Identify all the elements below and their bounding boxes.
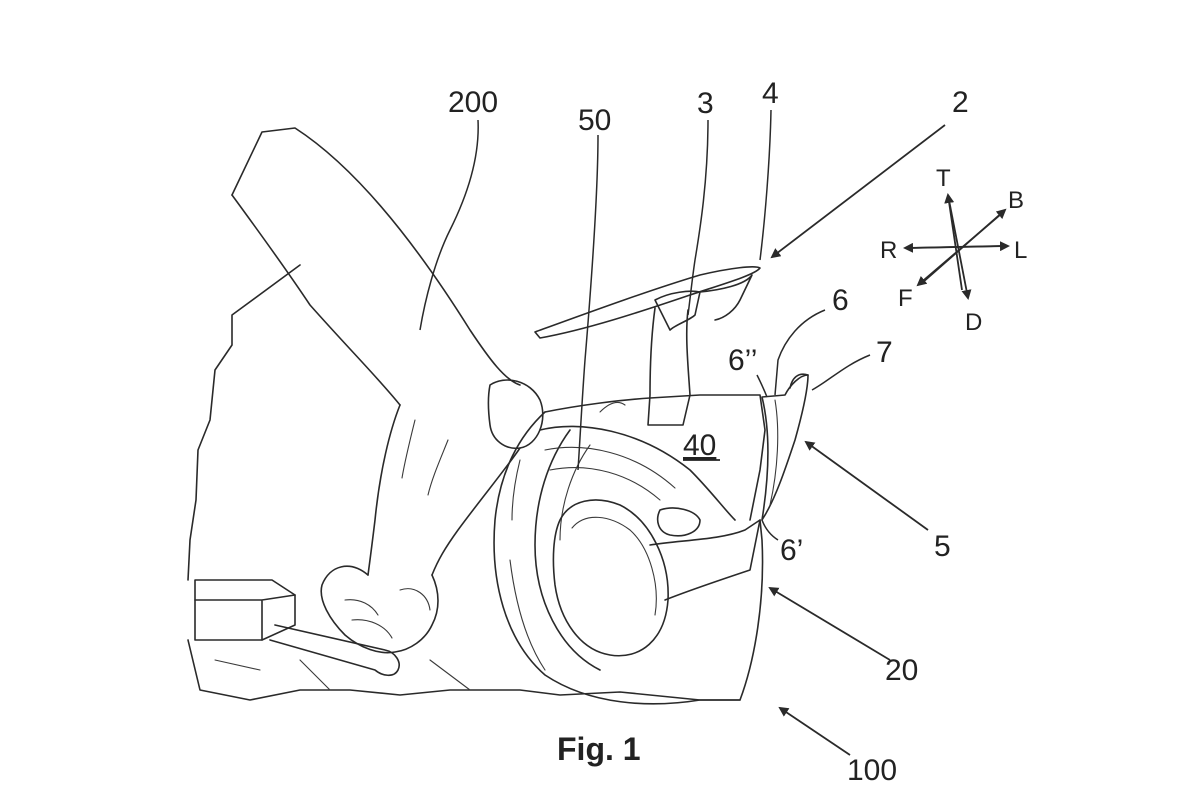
direction-indicator: T D B F R L [880,165,1027,336]
numeral-50: 50 [578,104,611,137]
leader-6p [761,519,779,541]
elbow-outline [487,379,544,450]
leader-50 [577,134,599,471]
direction-label-t: T [936,165,951,192]
arrow-100 [778,706,851,756]
ground-outline [187,639,741,701]
arrow-5 [804,440,929,531]
flap-outline [761,374,809,521]
arc-strip-outer [539,425,736,521]
hoof-inner-2 [559,444,591,541]
rock-lines [214,659,471,691]
numeral-2: 2 [952,86,969,119]
direction-label-d: D [965,309,982,336]
leader-6 [774,309,826,396]
hoof-inner-1 [534,429,601,671]
leader-200 [419,119,479,331]
flap-inner [769,399,779,506]
leader-3 [687,119,709,316]
leader-7 [811,354,871,391]
clamp-arm [649,519,761,601]
numeral-4: 4 [762,77,779,110]
figure-caption: Fig. 1 [557,731,641,767]
arc-strip-inner-2 [549,467,661,501]
hoof-outline [493,411,764,705]
numeral-200: 200 [448,86,498,119]
stand-post [647,307,691,426]
numeral-5: 5 [934,530,951,563]
support-platform [544,394,766,521]
torso-outline [187,264,301,581]
forearm-outline [367,404,401,576]
arrow-20 [768,586,891,661]
numeral-100: 100 [847,754,897,787]
thumb [399,588,431,611]
upper-arm-inner [231,194,401,406]
reference-numerals: 200 50 3 4 2 6 6’’ 7 40 5 6’ 20 100 [448,77,969,787]
finger-1 [344,599,379,616]
axis-l [909,241,1010,252]
leader-6pp [756,374,768,398]
line-drawing [187,127,809,705]
platform-edge [599,401,626,413]
numeral-7: 7 [876,336,893,369]
shelf-plate [534,266,761,339]
arrow-2 [770,124,946,259]
numeral-20: 20 [885,654,918,687]
upper-arm-outline [231,127,521,386]
leader-4 [759,109,772,261]
hammer-handle [269,624,400,677]
forearm-wrinkle-2 [427,439,449,496]
shelf-support [699,274,753,321]
direction-label-b: B [1008,187,1024,214]
numeral-6p: 6’ [780,534,803,567]
numeral-3: 3 [697,87,714,120]
direction-label-l: L [1014,237,1027,264]
hammer-head [194,579,296,641]
flap-tip [789,373,809,389]
leader-lines [419,109,871,541]
direction-label-r: R [880,237,897,264]
axis-f [916,214,1001,287]
hand-outline [320,565,439,654]
hoof-wall-lines [509,459,546,671]
numeral-6pp: 6’’ [728,344,757,377]
hammer-head-face [194,594,296,641]
forearm-wrinkle-1 [401,419,416,479]
direction-label-f: F [898,285,913,312]
numeral-6: 6 [832,284,849,317]
sole-oval-inner [571,516,657,616]
numeral-40: 40 [683,429,716,462]
forearm-outline-2 [431,447,521,576]
reference-arrows [768,124,946,756]
shelf-bracket [654,290,701,331]
arc-strip-inner [544,446,676,489]
sole-oval [552,499,669,657]
finger-2 [351,619,393,639]
clamp-body [656,507,701,537]
